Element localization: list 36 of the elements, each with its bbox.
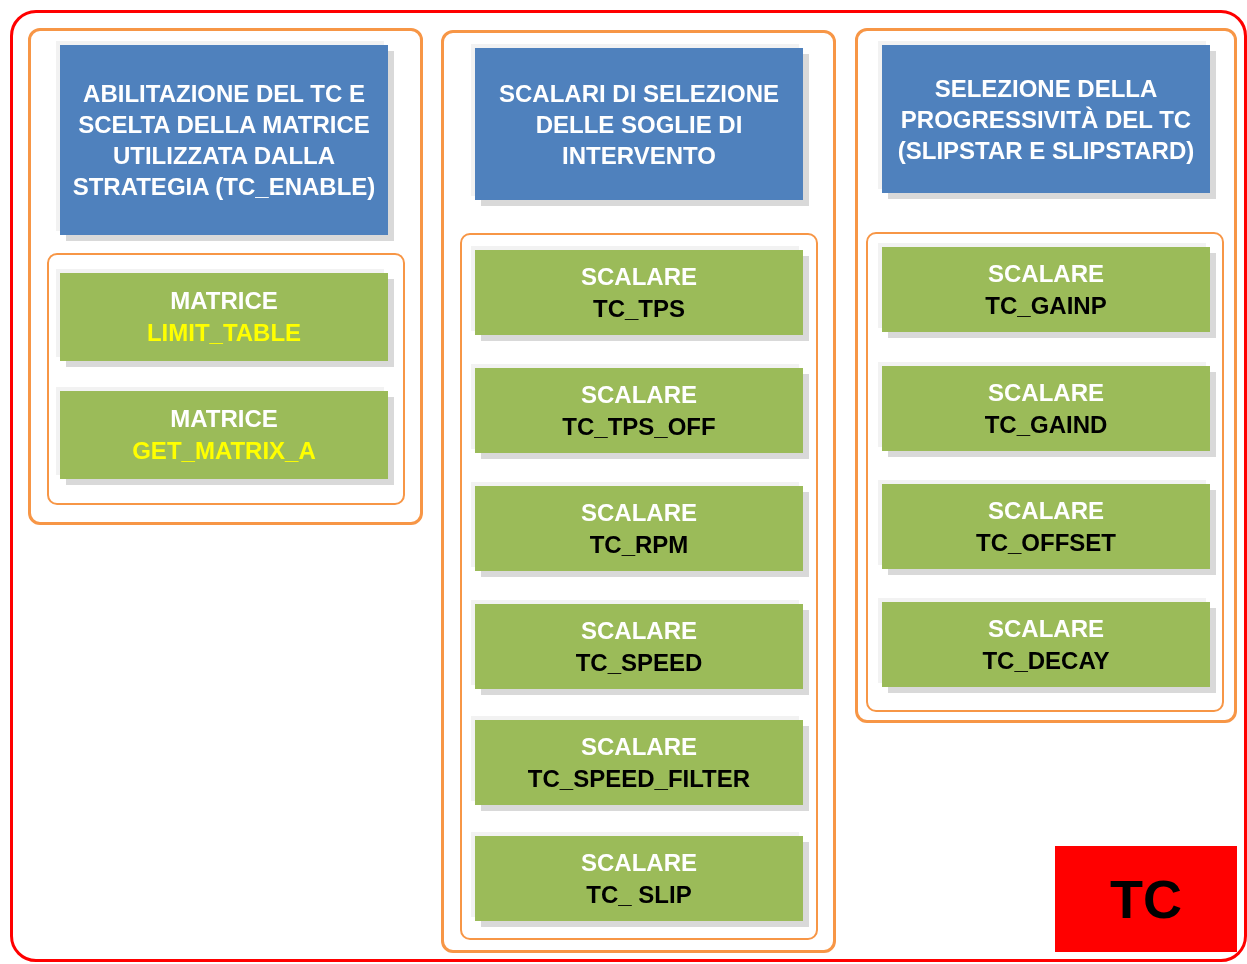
box-title: ABILITAZIONE DEL TC E SCELTA DELLA MATRICE UTILIZZATA DALLA STRATEGIA (TC_ENABLE) [72,79,376,202]
box-title: SCALARE [988,495,1104,526]
box-title: SCALARE [988,613,1104,644]
parameter-name: TC_SPEED [575,647,703,678]
title-tag [1055,846,1237,952]
parameter-name: TC_GAINP [985,290,1107,321]
box-title: MATRICE [170,404,278,434]
box-title: SCALARE [581,731,697,762]
group-frame [460,233,818,940]
parameter-name: TC_ SLIP [586,879,692,910]
parameter-name: TC_TPS [593,293,685,324]
parameter-name: TC_SPEED_FILTER [527,763,751,794]
title-text: TC [1110,868,1182,930]
box-title: SCALARE [988,258,1104,289]
group-frame [866,232,1224,712]
parameter-name: GET_MATRIX_A [132,436,316,466]
box-title: SCALARE [581,615,697,646]
parameter-name: TC_RPM [589,529,689,560]
group-frame [28,28,423,525]
parameter-name: LIMIT_TABLE [146,318,302,348]
box-title: SCALARI DI SELEZIONE DELLE SOGLIE DI INTERVENTO [498,78,780,171]
box-title: SCALARE [581,497,697,528]
outer-frame [10,10,1247,962]
parameter-name: TC_OFFSET [976,527,1116,558]
group-frame [47,253,405,505]
box-title: SCALARE [581,261,697,292]
parameter-name: TC_TPS_OFF [562,411,716,442]
parameter-name: TC_DECAY [982,645,1110,676]
box-title: SCALARE [988,377,1104,408]
box-title: MATRICE [170,286,278,316]
group-frame [441,30,836,953]
group-frame [855,28,1237,723]
box-title: SCALARE [581,847,697,878]
box-title: SCALARE [581,379,697,410]
box-title: SELEZIONE DELLA PROGRESSIVITÀ DEL TC (SLIPSTAR E SLIPSTARD) [896,73,1196,166]
parameter-name: TC_GAIND [984,409,1108,440]
